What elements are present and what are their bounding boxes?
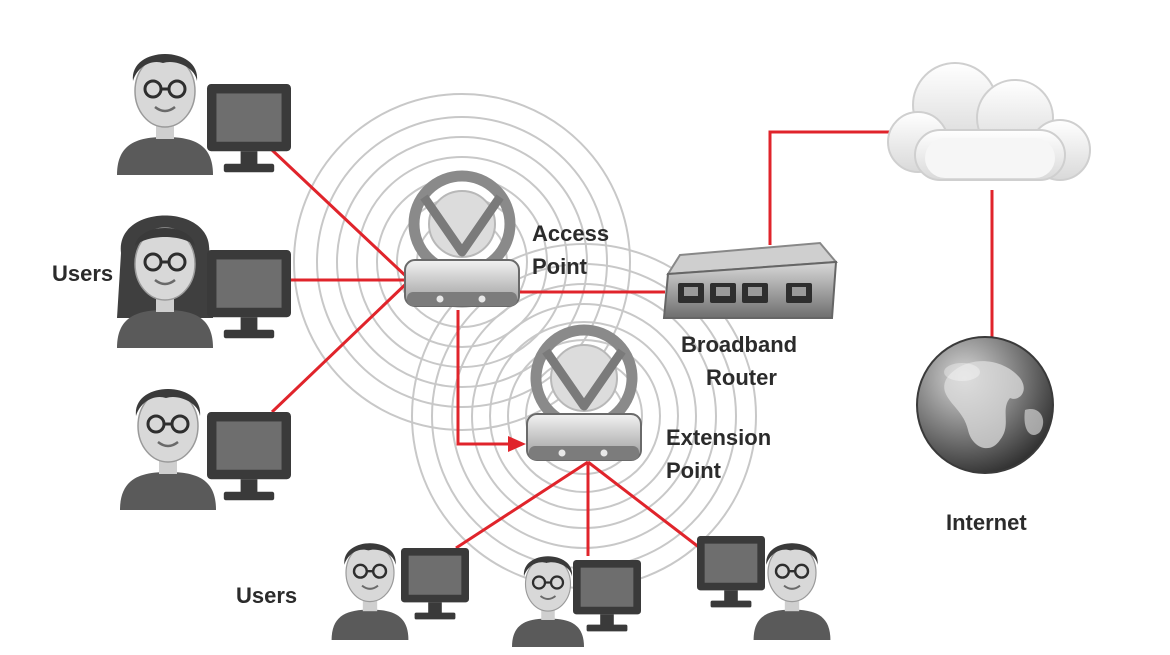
link-ap-to-extension xyxy=(456,310,510,446)
user-avatar-icon xyxy=(331,543,409,640)
cloud-icon xyxy=(887,62,1091,181)
users-left-label: Users xyxy=(52,261,113,286)
coverage-ring xyxy=(471,303,697,529)
desktop-monitor-icon xyxy=(573,560,641,632)
user-avatar-icon xyxy=(753,543,831,640)
network-links xyxy=(270,130,994,556)
coverage-ring xyxy=(316,116,608,408)
extension-point-label-line1: Extension xyxy=(666,425,771,450)
link-extension-to-user4 xyxy=(455,460,589,550)
broadband-router-icon xyxy=(662,241,839,319)
router-label-line2: Router xyxy=(706,365,777,390)
globe-icon xyxy=(916,336,1054,474)
coverage-ring xyxy=(489,321,679,511)
link-user3-to-ap xyxy=(270,278,412,414)
access-point-label-line2: Point xyxy=(532,254,588,279)
extension-point-label-line2: Point xyxy=(666,458,722,483)
users-bottom-label: Users xyxy=(236,583,297,608)
internet-label: Internet xyxy=(946,510,1027,535)
access-point-icon xyxy=(404,170,520,307)
coverage-ring xyxy=(293,93,631,431)
desktop-monitor-icon xyxy=(401,548,469,620)
access-point-label-line1: Access xyxy=(532,221,609,246)
arrow-to-extension-icon xyxy=(508,436,526,452)
user-avatar-icon xyxy=(117,215,213,348)
user-avatar-icon xyxy=(117,54,213,175)
link-user1-to-ap xyxy=(270,148,412,282)
desktop-monitor-icon xyxy=(207,84,291,173)
coverage-ring xyxy=(336,136,588,388)
extension-point-icon xyxy=(526,324,642,461)
desktop-monitor-icon xyxy=(207,412,291,501)
user-avatar-icon xyxy=(512,556,584,647)
user-avatar-icon xyxy=(120,389,216,510)
diagram-labels: Users Users Access Point Extension Point… xyxy=(52,221,1027,608)
link-router-to-cloud xyxy=(768,130,905,245)
link-extension-to-user6 xyxy=(587,460,701,550)
desktop-monitor-icon xyxy=(207,250,291,339)
coverage-ring xyxy=(507,339,661,493)
desktop-monitor-icon xyxy=(697,536,765,608)
router-label-line1: Broadband xyxy=(681,332,797,357)
coverage-ring xyxy=(451,283,717,549)
